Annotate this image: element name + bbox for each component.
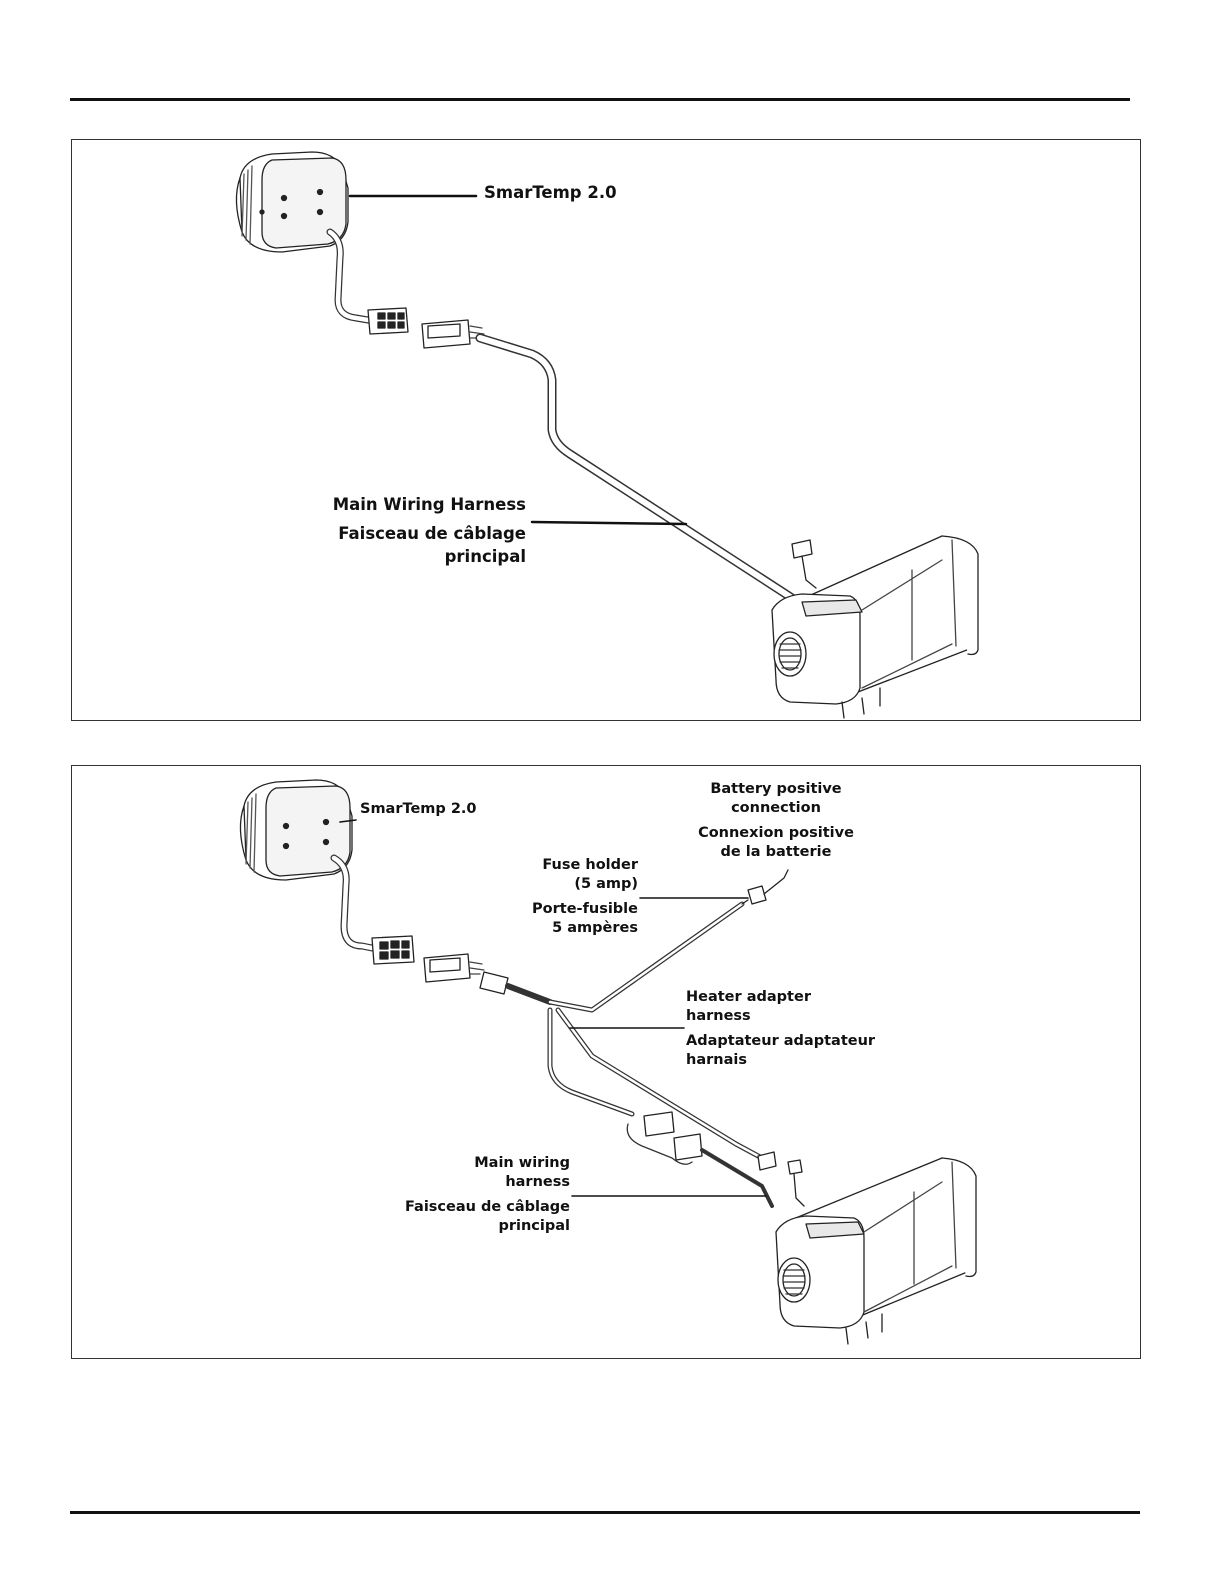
top-rule [70,98,1130,101]
connector-plug-icon [372,936,414,964]
heater-unit-icon [776,1158,976,1344]
label-main-harness-fr-1: Faisceau de câblage [326,522,526,545]
wiring-diagram-standard [72,140,1140,720]
label-main-en-1: Main wiring [390,1154,570,1173]
connector-plug-icon [368,308,408,334]
wiring-diagram-adapter [72,766,1140,1358]
label-adapter-fr-1: Adaptateur adaptateur [686,1032,886,1051]
diagram-panel-standard: SmarTemp 2.0 Main Wiring Harness Faiscea… [71,139,1141,721]
label-battery: Battery positive connection Connexion po… [696,780,856,862]
label-main-harness-en: Main Wiring Harness [326,493,526,516]
smartemp-controller-icon [240,780,352,880]
fuse-holder-icon [748,870,788,904]
label-fuse-fr-2: 5 ampères [502,919,638,938]
label-heater-adapter: Heater adapter harness Adaptateur adapta… [686,988,886,1070]
label-adapter-en-2: harness [686,1007,886,1026]
label-main-harness: Main wiring harness Faisceau de câblage … [390,1154,570,1236]
label-battery-en-2: connection [696,799,856,818]
label-fuse-fr-1: Porte-fusible [502,900,638,919]
label-battery-fr-2: de la batterie [696,843,856,862]
adapter-connector-icon [627,1112,772,1206]
label-adapter-fr-2: harnais [686,1051,886,1070]
label-fuse-holder: Fuse holder (5 amp) Porte-fusible 5 ampè… [502,856,638,938]
label-battery-fr-1: Connexion positive [696,824,856,843]
label-smartemp: SmarTemp 2.0 [484,181,617,204]
label-main-fr-1: Faisceau de câblage [390,1198,570,1217]
label-main-harness: Main Wiring Harness Faisceau de câblage … [326,493,526,568]
connector-socket-icon [424,954,484,982]
diagram-panel-adapter: SmarTemp 2.0 Battery positive connection… [71,765,1141,1359]
label-main-fr-2: principal [390,1217,570,1236]
connector-socket-icon [422,320,484,348]
label-main-en-2: harness [390,1173,570,1192]
label-adapter-en-1: Heater adapter [686,988,886,1007]
label-fuse-en-1: Fuse holder [502,856,638,875]
label-battery-en-1: Battery positive [696,780,856,799]
bottom-rule [70,1511,1140,1514]
label-smartemp: SmarTemp 2.0 [360,800,477,819]
leader-main-harness [532,522,686,524]
label-main-harness-fr-2: principal [326,545,526,568]
label-fuse-en-2: (5 amp) [502,875,638,894]
